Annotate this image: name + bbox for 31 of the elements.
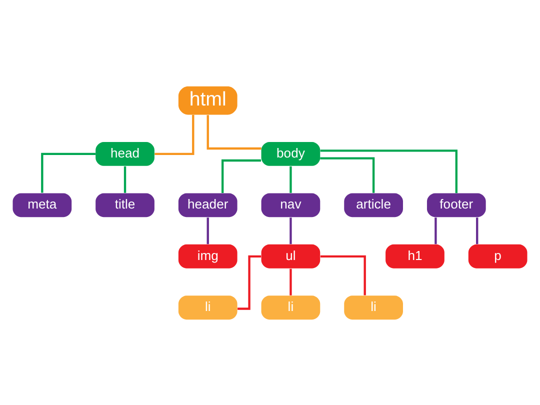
node-box: li <box>178 295 238 320</box>
node-box: article <box>344 192 403 217</box>
connector <box>320 156 375 192</box>
node-box: title <box>96 192 154 217</box>
connector <box>206 217 209 244</box>
node-box: head <box>96 141 154 166</box>
connector <box>320 149 458 193</box>
node-box: footer <box>426 192 486 217</box>
node-box: nav <box>261 192 320 217</box>
connector <box>476 217 478 244</box>
node-box: p <box>468 244 528 268</box>
node-box: header <box>178 192 238 217</box>
connector <box>124 166 126 192</box>
node-box: html <box>178 86 238 114</box>
node-box: h1 <box>386 244 444 268</box>
connector <box>290 268 292 295</box>
connector <box>434 217 437 244</box>
connector <box>320 254 366 295</box>
node-box: img <box>178 244 238 268</box>
connector <box>222 158 262 192</box>
node-box: li <box>344 295 403 320</box>
connector <box>206 114 262 150</box>
node-box: body <box>261 141 320 166</box>
node-box: ul <box>261 244 320 268</box>
node-box: meta <box>12 192 72 217</box>
connector <box>154 114 194 155</box>
connector <box>290 217 292 244</box>
connector <box>238 254 262 310</box>
node-box: li <box>261 295 320 320</box>
connector <box>290 166 292 192</box>
connector <box>41 152 96 192</box>
